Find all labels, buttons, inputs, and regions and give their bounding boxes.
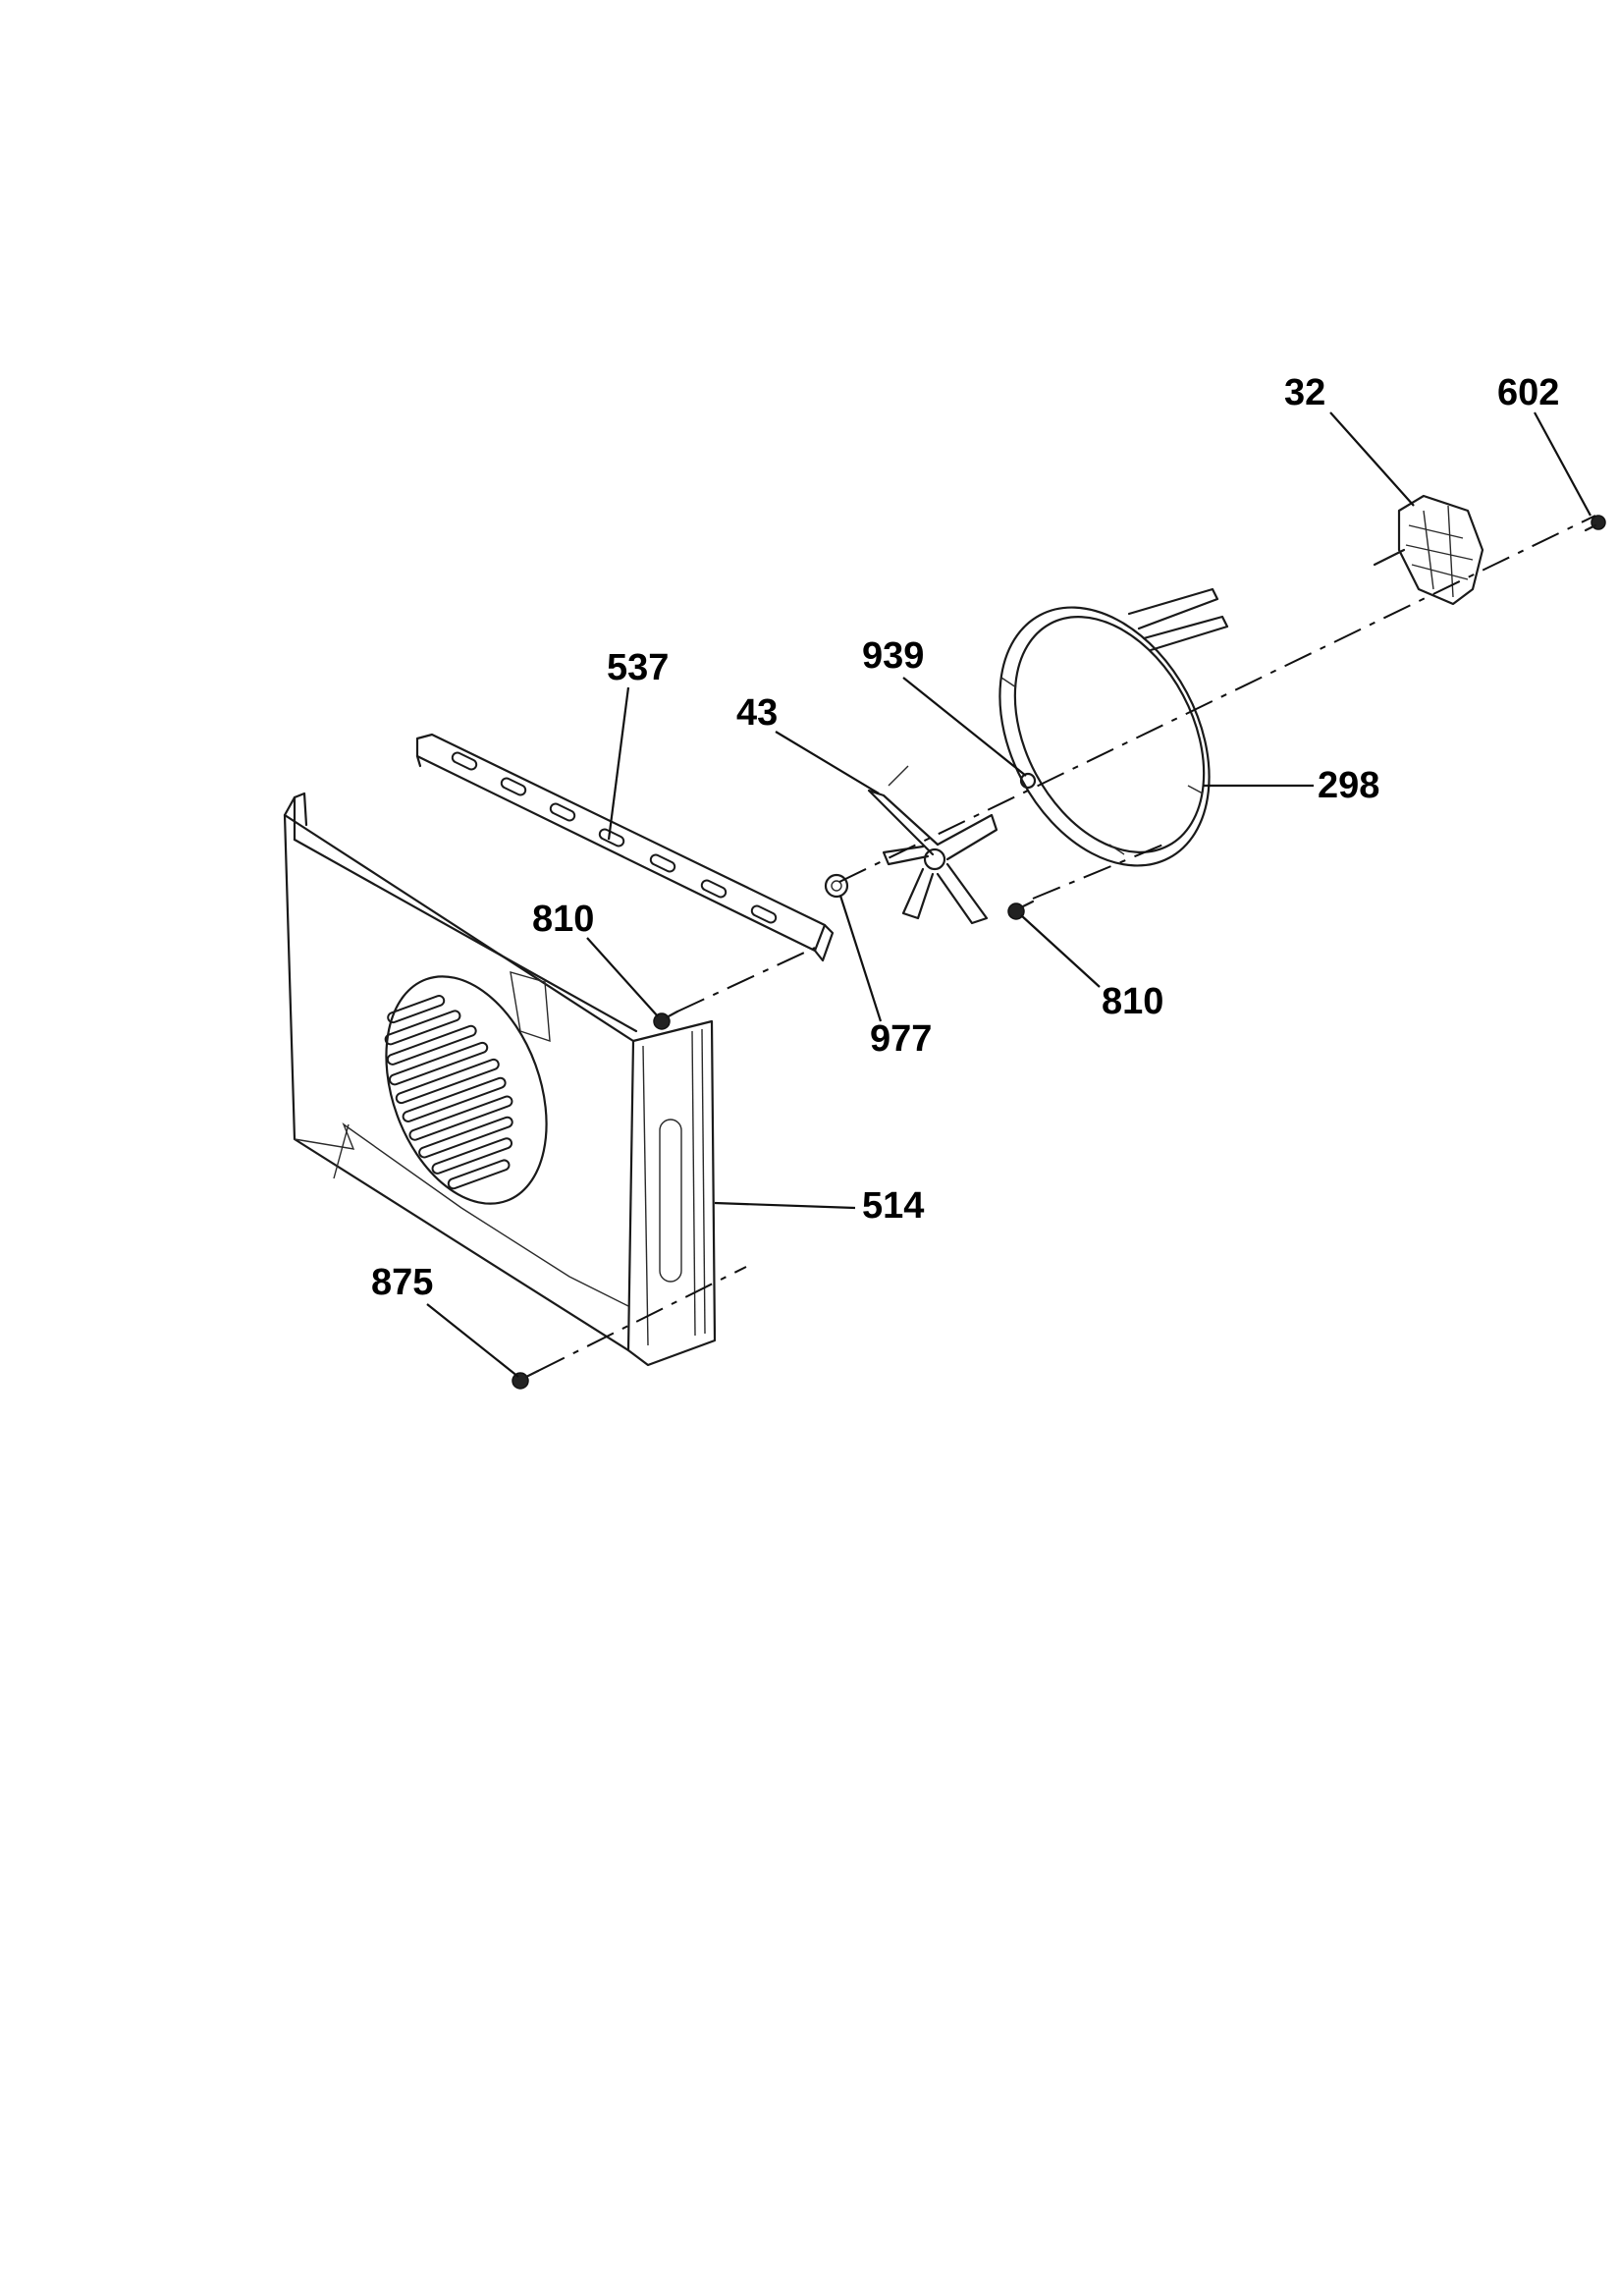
screw-810-right — [1007, 900, 1035, 920]
callout-977: 977 — [870, 1018, 932, 1060]
fan-motor — [1373, 494, 1484, 606]
screw-810-left — [653, 1010, 679, 1030]
assembly-axes — [537, 515, 1596, 1372]
callout-32: 32 — [1284, 372, 1325, 413]
grille-slots — [384, 995, 513, 1190]
bracket-slots — [451, 751, 778, 924]
nut — [824, 873, 849, 899]
heating-element — [998, 587, 1229, 867]
bracket-strip — [415, 733, 835, 962]
callout-939: 939 — [862, 635, 924, 677]
leader-lines — [426, 411, 1591, 1378]
washer — [1019, 772, 1037, 790]
screw-602 — [1584, 515, 1606, 532]
screw-875 — [512, 1369, 540, 1390]
callout-602: 602 — [1497, 372, 1559, 413]
callout-298: 298 — [1318, 765, 1379, 806]
callout-875: 875 — [371, 1262, 433, 1303]
callout-810-right: 810 — [1102, 981, 1163, 1022]
fan-blade — [867, 765, 998, 925]
back-panel — [283, 792, 717, 1367]
callout-514: 514 — [862, 1185, 924, 1227]
callout-537: 537 — [607, 647, 669, 688]
callout-43: 43 — [736, 692, 778, 734]
callout-810-left: 810 — [532, 899, 594, 940]
